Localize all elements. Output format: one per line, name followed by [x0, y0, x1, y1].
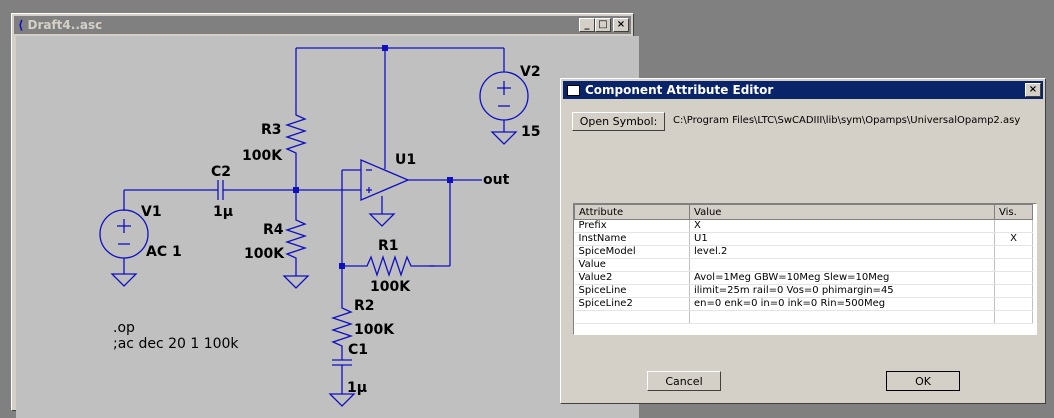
v2-label[interactable]: V2	[520, 64, 541, 80]
voltage-sources	[99, 71, 529, 259]
attribute-table-header: Attribute Value Vis.	[574, 204, 1033, 220]
v2-value[interactable]: 15	[521, 124, 541, 140]
schematic-titlebar[interactable]: ⟨ Draft4..asc _ □ ×	[14, 16, 631, 34]
r2-label[interactable]: R2	[354, 298, 375, 314]
c1-value[interactable]: 1µ	[347, 380, 368, 396]
dialog-close-button[interactable]: ×	[1025, 83, 1041, 97]
r4-label[interactable]: R4	[263, 222, 284, 238]
r3-value[interactable]: 100K	[242, 148, 283, 164]
open-symbol-button[interactable]: Open Symbol:	[572, 112, 665, 131]
attribute-cell[interactable]: Value2	[574, 271, 690, 285]
attribute-table: Attribute Value Vis. Prefix X InstName U…	[574, 204, 1033, 324]
table-row[interactable]: SpiceLine ilimit=25m rail=0 Vos=0 phimar…	[574, 284, 1033, 298]
table-row[interactable]: Prefix X	[574, 219, 1033, 233]
ok-button[interactable]: OK	[886, 371, 960, 391]
v1-label[interactable]: V1	[141, 204, 162, 220]
opamp-u1	[360, 159, 410, 201]
out-label[interactable]: out	[483, 172, 510, 188]
value-cell[interactable]	[689, 310, 995, 324]
c1-label[interactable]: C1	[348, 342, 369, 358]
vis-cell[interactable]	[994, 310, 1033, 324]
vis-cell[interactable]	[994, 284, 1033, 298]
vis-cell[interactable]	[994, 245, 1033, 259]
value-cell[interactable]: Avol=1Meg GBW=10Meg Slew=10Meg	[689, 271, 995, 285]
component-attribute-editor-dialog: Component Attribute Editor × Open Symbol…	[560, 78, 1046, 404]
maximize-button[interactable]: □	[595, 18, 611, 32]
capacitors	[211, 180, 352, 374]
table-row[interactable]: Value2 Avol=1Meg GBW=10Meg Slew=10Meg	[574, 271, 1033, 285]
value-cell[interactable]: U1	[689, 232, 995, 246]
dialog-title: Component Attribute Editor	[585, 83, 774, 97]
vis-cell[interactable]: X	[994, 232, 1033, 246]
schematic-drawing	[99, 45, 529, 407]
dialog-titlebar[interactable]: Component Attribute Editor ×	[563, 81, 1043, 99]
ltspice-app-icon: ⟨	[18, 18, 24, 32]
schematic-canvas[interactable]: V2 15 R3 100K U1 C2 1µ out V1 AC 1 R4 10…	[16, 36, 639, 418]
r4-value[interactable]: 100K	[244, 246, 285, 262]
attribute-cell[interactable]: SpiceModel	[574, 245, 690, 259]
r2-value[interactable]: 100K	[354, 322, 395, 338]
value-cell[interactable]: level.2	[689, 245, 995, 259]
value-cell[interactable]: X	[689, 219, 995, 233]
spice-directive-op[interactable]: .op	[113, 320, 135, 336]
attribute-cell[interactable]: InstName	[574, 232, 690, 246]
header-attribute[interactable]: Attribute	[574, 204, 690, 220]
v1-value[interactable]: AC 1	[146, 244, 182, 260]
spice-directive-ac[interactable]: ;ac dec 20 1 100k	[113, 336, 239, 352]
ground-symbols	[110, 131, 518, 407]
value-cell[interactable]: ilimit=25m rail=0 Vos=0 phimargin=45	[689, 284, 995, 298]
table-row[interactable]: InstName U1 X	[574, 232, 1033, 246]
attribute-cell[interactable]	[574, 310, 690, 324]
junction-dots	[293, 45, 453, 269]
schematic-title: Draft4..asc	[27, 18, 103, 32]
symbol-path: C:\Program Files\LTC\SwCADIII\lib\sym\Op…	[673, 115, 1021, 126]
wires	[123, 47, 505, 394]
dialog-window-icon	[567, 84, 580, 96]
vis-cell[interactable]	[994, 219, 1033, 233]
u1-label[interactable]: U1	[395, 152, 417, 168]
header-value[interactable]: Value	[689, 204, 995, 220]
value-cell[interactable]	[689, 258, 995, 272]
table-row[interactable]: Value	[574, 258, 1033, 272]
attribute-cell[interactable]: Prefix	[574, 219, 690, 233]
r1-label[interactable]: R1	[378, 238, 399, 254]
minimize-button[interactable]: _	[579, 18, 595, 32]
vis-cell[interactable]	[994, 297, 1033, 311]
c2-value[interactable]: 1µ	[213, 204, 234, 220]
cancel-button[interactable]: Cancel	[647, 371, 721, 391]
c2-label[interactable]: C2	[211, 164, 232, 180]
table-row[interactable]: SpiceModel level.2	[574, 245, 1033, 259]
attribute-cell[interactable]: SpiceLine	[574, 284, 690, 298]
vis-cell[interactable]	[994, 271, 1033, 285]
resistors	[284, 111, 435, 352]
value-cell[interactable]: en=0 enk=0 in=0 ink=0 Rin=500Meg	[689, 297, 995, 311]
r3-label[interactable]: R3	[261, 122, 282, 138]
table-row[interactable]	[574, 310, 1033, 324]
attribute-cell[interactable]: Value	[574, 258, 690, 272]
attribute-cell[interactable]: SpiceLine2	[574, 297, 690, 311]
schematic-window: ⟨ Draft4..asc _ □ ×	[11, 13, 639, 418]
table-row[interactable]: SpiceLine2 en=0 enk=0 in=0 ink=0 Rin=500…	[574, 297, 1033, 311]
vis-cell[interactable]	[994, 258, 1033, 272]
close-button[interactable]: ×	[613, 18, 629, 32]
r1-value[interactable]: 100K	[370, 279, 411, 295]
header-vis[interactable]: Vis.	[994, 204, 1033, 220]
